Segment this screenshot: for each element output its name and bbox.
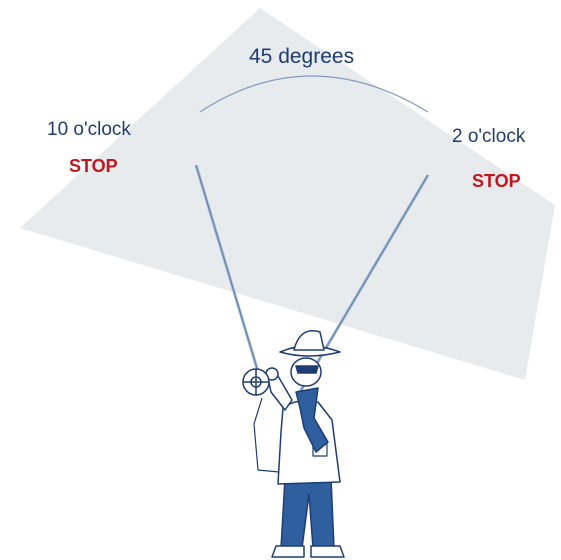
- fly-fisherman-figure: [254, 331, 344, 557]
- fisherman-glasses: [296, 366, 318, 373]
- fisherman-hat-crown: [294, 331, 324, 350]
- right-stop-label: STOP: [472, 171, 521, 192]
- fisherman-arm: [268, 376, 292, 410]
- line-basket-strap: [254, 398, 279, 472]
- right-position-label: 2 o'clock: [452, 126, 525, 148]
- fly-reel-icon: [243, 369, 269, 395]
- angle-label: 45 degrees: [249, 45, 354, 69]
- left-position-label: 10 o'clock: [47, 119, 131, 141]
- fisherman-legs: [281, 478, 334, 548]
- left-stop-label: STOP: [69, 156, 118, 177]
- fisherman-shoes: [272, 546, 344, 557]
